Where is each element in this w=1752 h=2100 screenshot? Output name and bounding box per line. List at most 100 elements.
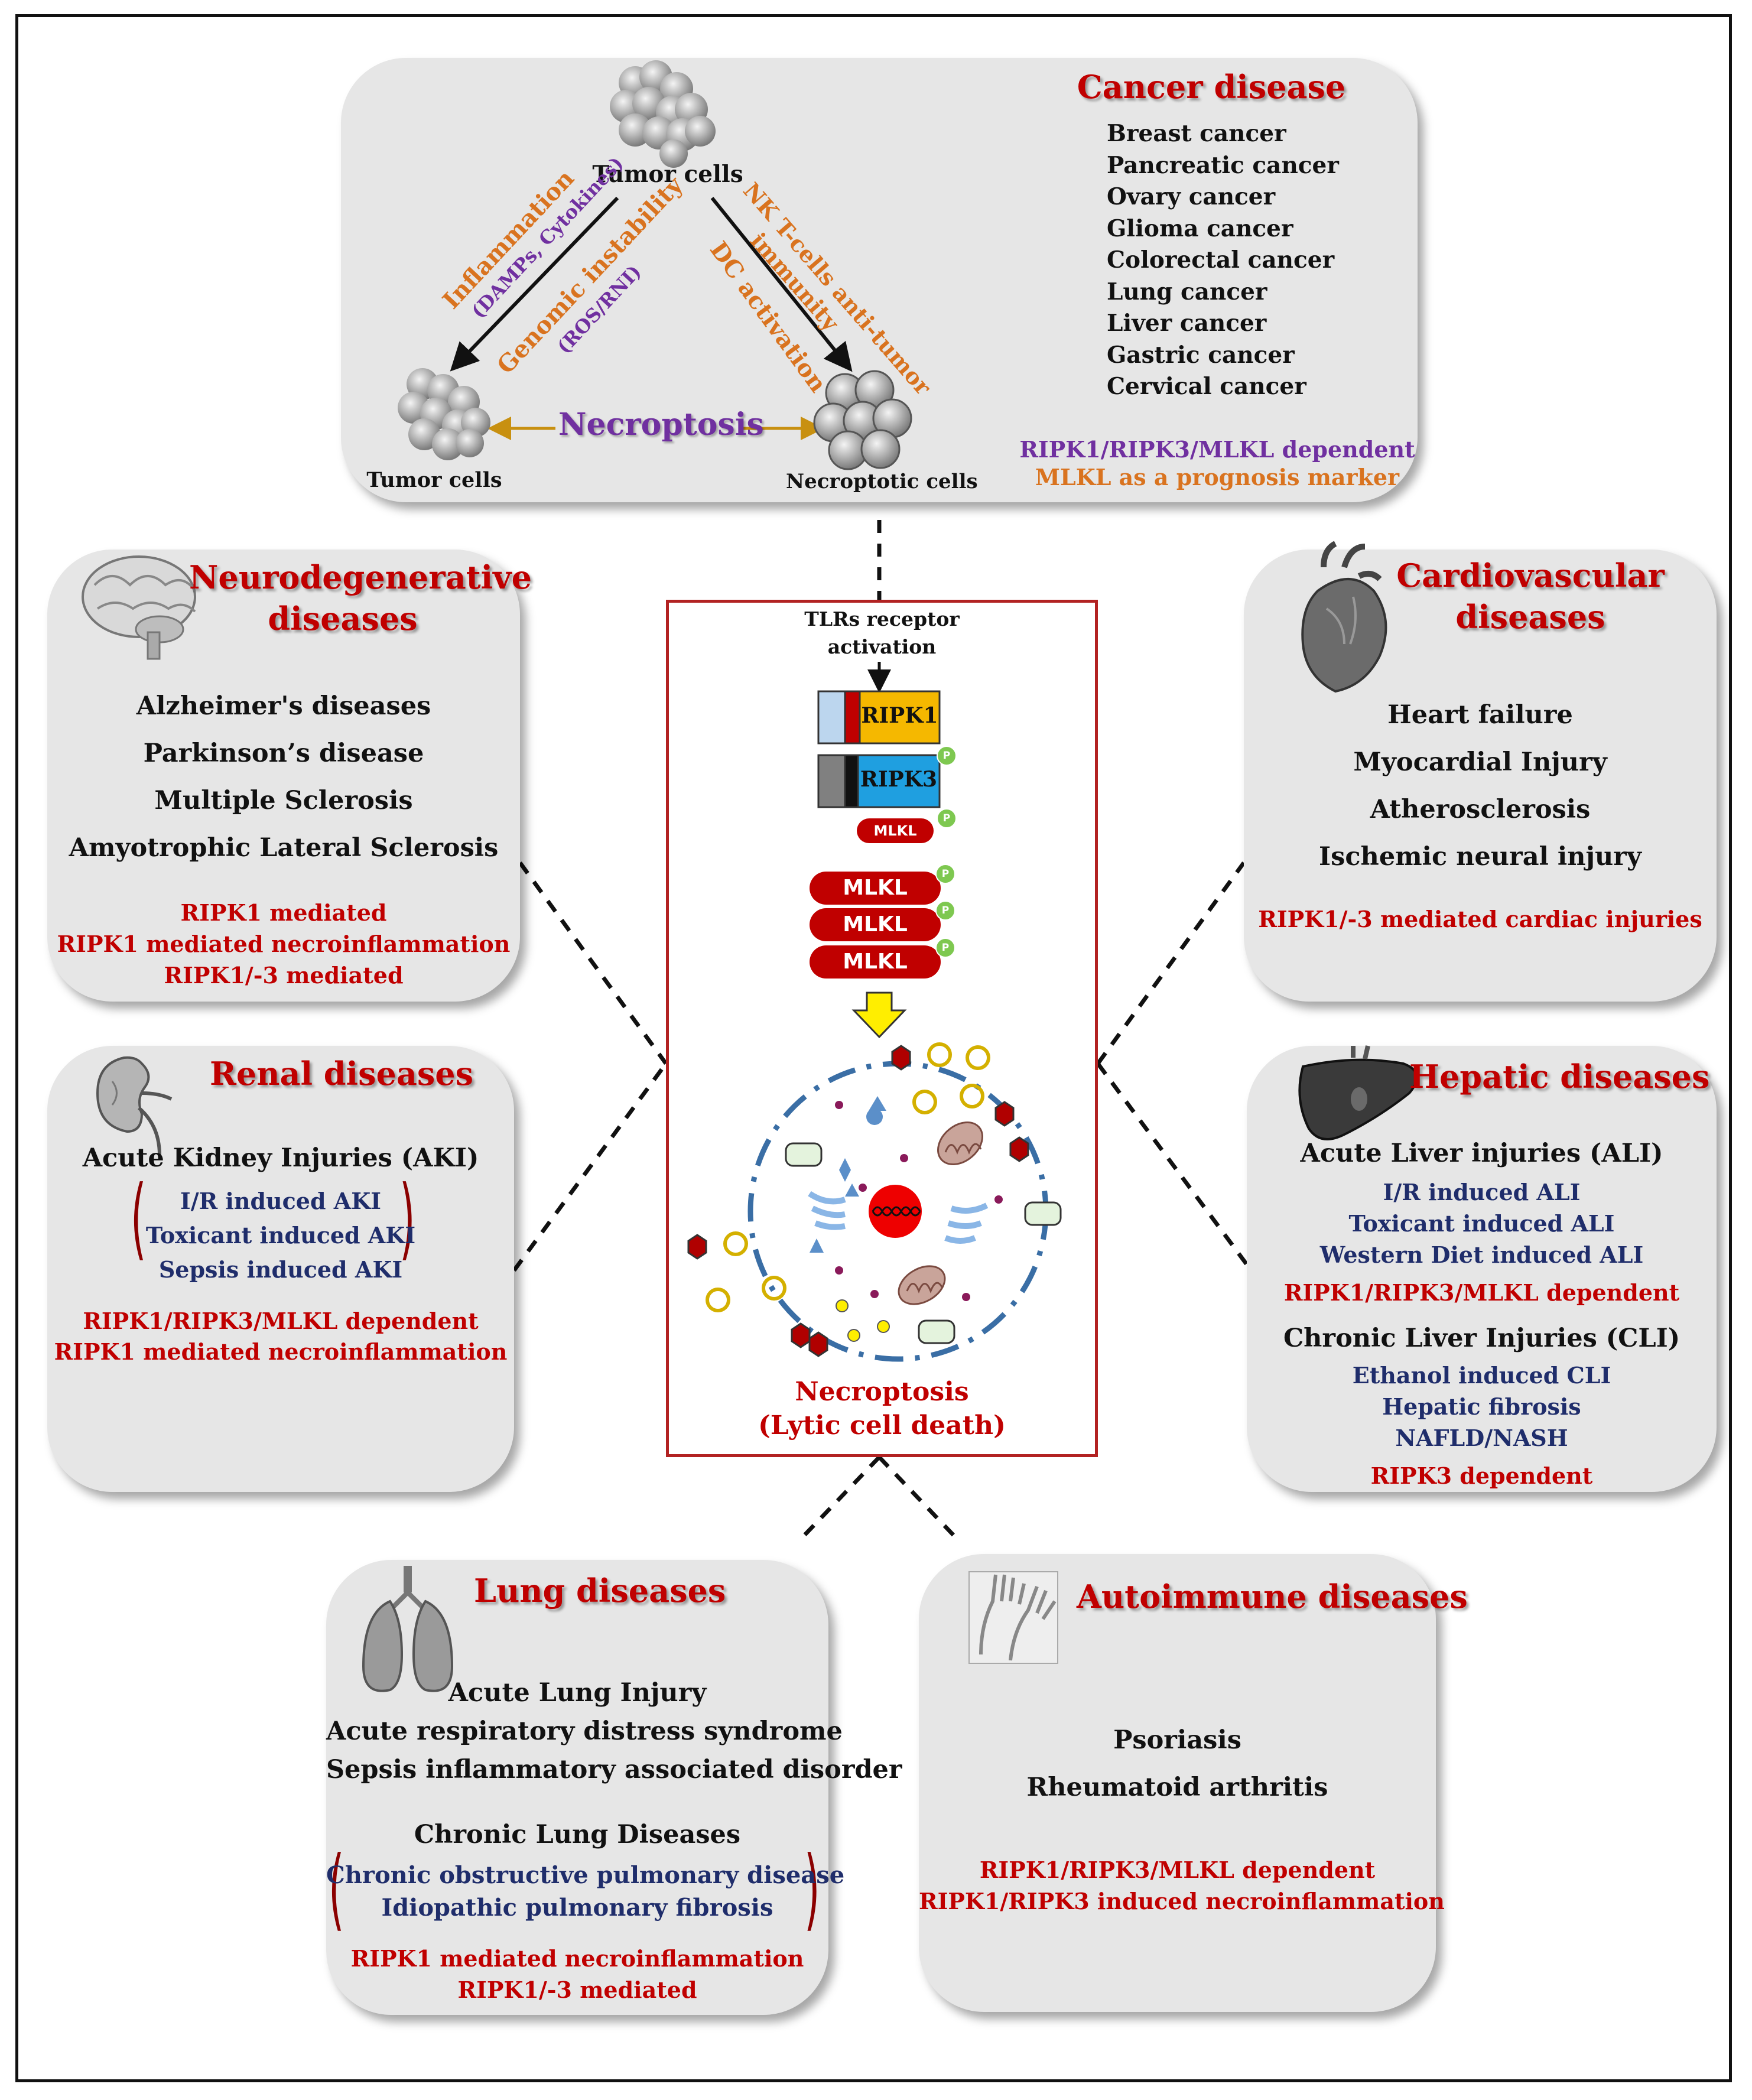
ripk1-domain-2: [844, 690, 861, 745]
lung-heading-chronic: Chronic Lung Diseases: [414, 1820, 741, 1849]
figure-border: [15, 14, 1732, 2082]
ripk1-domain-1: [817, 690, 846, 745]
autoimmune-item: Rheumatoid arthritis: [1026, 1773, 1328, 1802]
yellow-down-arrow: [851, 992, 907, 1039]
cardio-note: RIPK1/-3 mediated cardiac injuries: [1258, 906, 1702, 932]
phospho-badge: P: [937, 808, 957, 828]
cancer-item: Breast cancer: [1107, 120, 1286, 147]
renal-heading: Acute Kidney Injuries (AKI): [82, 1143, 479, 1173]
phospho-badge: P: [935, 901, 955, 921]
ripk1-kinase: [859, 690, 941, 745]
receptor-label-line2: activation: [827, 635, 937, 658]
necroptotic-cell-illustration: [687, 1042, 1062, 1362]
renal-sub: Sepsis induced AKI: [158, 1256, 403, 1283]
autoimmune-note: RIPK1/RIPK3 induced necroinflammation: [919, 1888, 1445, 1914]
hepatic-sub-ali: Toxicant induced ALI: [1348, 1210, 1615, 1237]
lung-sub: Idiopathic pulmonary fibrosis: [381, 1894, 773, 1922]
mitochondrion: [937, 1121, 984, 1165]
ripk3-domain-2: [844, 754, 859, 808]
neuro-item: Amyotrophic Lateral Sclerosis: [69, 833, 499, 863]
mlkl-monomer: MLKL: [857, 818, 934, 843]
lung-note: RIPK1 mediated necroinflammation: [350, 1945, 804, 1972]
hepatic-heading-ali: Acute Liver injuries (ALI): [1300, 1139, 1663, 1168]
neuro-title-line2: diseases: [268, 600, 418, 638]
cancer-item: Cervical cancer: [1107, 373, 1306, 400]
phospho-badge: P: [937, 746, 957, 766]
lung-item: Acute Lung Injury: [448, 1678, 707, 1708]
cancer-item: Colorectal cancer: [1107, 246, 1335, 274]
tumor-cells-cluster-left: [398, 368, 490, 460]
connector-hepatic: [1096, 1062, 1249, 1266]
tumor-cells-cluster-top: [610, 60, 716, 168]
hepatic-note-cli: RIPK3 dependent: [1370, 1462, 1593, 1489]
lung-note: RIPK1/-3 mediated: [457, 1977, 697, 2003]
cancer-title: Cancer disease: [1077, 68, 1346, 106]
renal-bracket-left: (: [131, 1167, 147, 1270]
cardio-title-line1: Cardiovascular: [1396, 557, 1665, 594]
pathway-caption-line1: Necroptosis: [795, 1377, 969, 1407]
cancer-item: Ovary cancer: [1107, 183, 1276, 210]
necroptotic-cells-label: Necroptotic cells: [786, 470, 978, 493]
autoimmune-title: Autoimmune diseases: [1077, 1578, 1468, 1615]
mlkl-oligomer: MLKL: [810, 872, 941, 905]
mlkl-oligomer: MLKL: [810, 908, 941, 941]
hepatic-heading-cli: Chronic Liver Injuries (CLI): [1283, 1324, 1681, 1353]
hepatic-sub-ali: Western Diet induced ALI: [1319, 1241, 1644, 1268]
neuro-item: Multiple Sclerosis: [154, 786, 413, 815]
lung-panel: [326, 1560, 828, 2015]
connector-autoimmune: [877, 1455, 962, 1544]
lung-bracket-left: (: [329, 1838, 344, 1940]
cancer-note-dependent: RIPK1/RIPK3/MLKL dependent: [1019, 436, 1415, 463]
neuro-note: RIPK1 mediated: [180, 899, 387, 926]
pathway-caption-line2: (Lytic cell death): [758, 1410, 1006, 1441]
lung-item: Sepsis inflammatory associated disorder: [326, 1755, 902, 1784]
phospho-badge: P: [935, 864, 955, 884]
connector-cardio: [1096, 861, 1246, 1065]
renal-sub: Toxicant induced AKI: [145, 1222, 416, 1249]
neuro-item: Parkinson’s disease: [143, 739, 424, 768]
hepatic-sub-cli: Ethanol induced CLI: [1352, 1362, 1611, 1389]
connector-neuro: [518, 861, 668, 1065]
ripk3-domain-1: [817, 754, 846, 808]
cardio-item: Ischemic neural injury: [1319, 842, 1642, 872]
autoimmune-item: Psoriasis: [1113, 1725, 1241, 1755]
hepatic-sub-ali: I/R induced ALI: [1383, 1179, 1581, 1205]
cardio-item: Heart failure: [1387, 700, 1573, 730]
neuro-note: RIPK1 mediated necroinflammation: [57, 931, 511, 957]
ripk1-label: RIPK1: [861, 703, 938, 728]
arrow-tumor-to-tumor: [450, 196, 619, 372]
renal-note: RIPK1/RIPK3/MLKL dependent: [83, 1308, 479, 1334]
neuro-title-line1: Neurodegenerative: [189, 558, 532, 596]
autoimmune-note: RIPK1/RIPK3/MLKL dependent: [979, 1857, 1376, 1883]
lung-bracket-right: ): [804, 1838, 820, 1940]
phospho-badge: P: [935, 938, 955, 958]
cancer-item: Gastric cancer: [1107, 341, 1295, 369]
hepatic-note-ali: RIPK1/RIPK3/MLKL dependent: [1283, 1279, 1680, 1306]
renal-bracket-right: ): [399, 1167, 415, 1270]
connector-renal: [512, 1062, 668, 1272]
renal-note: RIPK1 mediated necroinflammation: [54, 1338, 508, 1365]
necroptosis-label: Necroptosis: [558, 407, 764, 443]
lung-sub: Chronic obstructive pulmonary disease: [326, 1861, 845, 1889]
cancer-note-prognosis: MLKL as a prognosis marker: [1035, 464, 1400, 490]
ripk3-label: RIPK3: [860, 767, 938, 792]
tumor-cells-left-label: Tumor cells: [366, 468, 502, 492]
mlkl-oligomer: MLKL: [810, 945, 941, 979]
connector-lung: [796, 1455, 881, 1544]
renal-sub: I/R induced AKI: [180, 1188, 382, 1214]
lung-item: Acute respiratory distress syndrome: [326, 1717, 843, 1746]
cancer-item: Lung cancer: [1107, 278, 1267, 305]
cancer-item: Liver cancer: [1107, 310, 1267, 337]
cancer-item: Glioma cancer: [1107, 214, 1293, 242]
cardio-item: Myocardial Injury: [1353, 747, 1607, 777]
